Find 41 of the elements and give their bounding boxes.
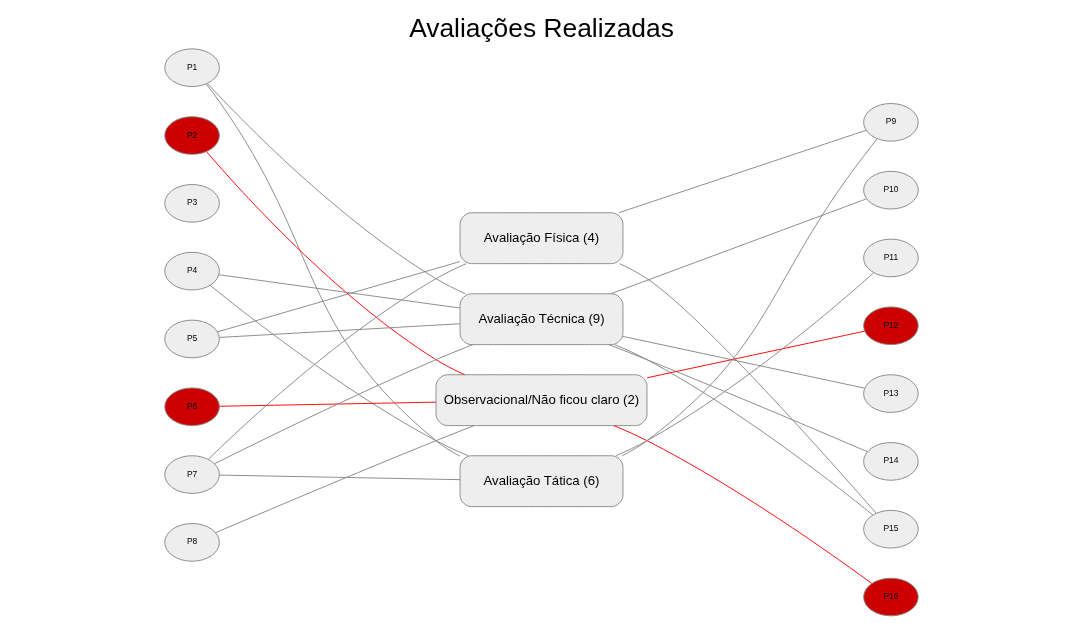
node-box: Observacional/Não ficou claro (2) <box>435 374 648 427</box>
connector <box>613 425 873 584</box>
node-box: Avaliação Física (4) <box>459 212 624 265</box>
node-ellipse: P7 <box>164 455 220 494</box>
node-ellipse: P10 <box>863 170 919 210</box>
connector <box>610 198 867 295</box>
connector <box>215 425 475 534</box>
connector <box>218 474 461 481</box>
connector <box>619 263 877 514</box>
connector <box>614 344 874 516</box>
connector <box>218 401 437 407</box>
diagram-title: Avaliações Realizadas <box>409 13 674 44</box>
connector <box>615 272 875 457</box>
node-ellipse: P15 <box>863 509 919 549</box>
node-ellipse: P12 <box>863 306 919 346</box>
node-ellipse: P5 <box>164 319 220 359</box>
connector <box>218 323 461 338</box>
node-ellipse: P6 <box>164 387 220 427</box>
node-ellipse: P11 <box>863 238 919 278</box>
connector <box>214 344 474 465</box>
node-ellipse: P2 <box>164 116 220 155</box>
connector <box>217 261 461 333</box>
connector <box>646 330 866 379</box>
node-ellipse: P1 <box>164 48 220 87</box>
node-ellipse: P14 <box>863 442 919 481</box>
node-ellipse: P16 <box>863 577 919 617</box>
node-ellipse: P8 <box>164 523 220 562</box>
node-ellipse: P4 <box>164 251 220 291</box>
node-ellipse: P3 <box>164 184 220 223</box>
connector <box>206 151 466 376</box>
connector <box>205 83 461 457</box>
node-box: Avaliação Técnica (9) <box>459 293 624 346</box>
node-box: Avaliação Tática (6) <box>459 455 624 508</box>
connector <box>618 129 867 214</box>
connector <box>207 83 466 295</box>
connector <box>622 335 866 389</box>
connector <box>218 274 461 309</box>
node-ellipse: P13 <box>863 374 919 413</box>
connector <box>621 138 878 457</box>
node-ellipse: P9 <box>863 103 919 142</box>
connector <box>608 344 868 453</box>
